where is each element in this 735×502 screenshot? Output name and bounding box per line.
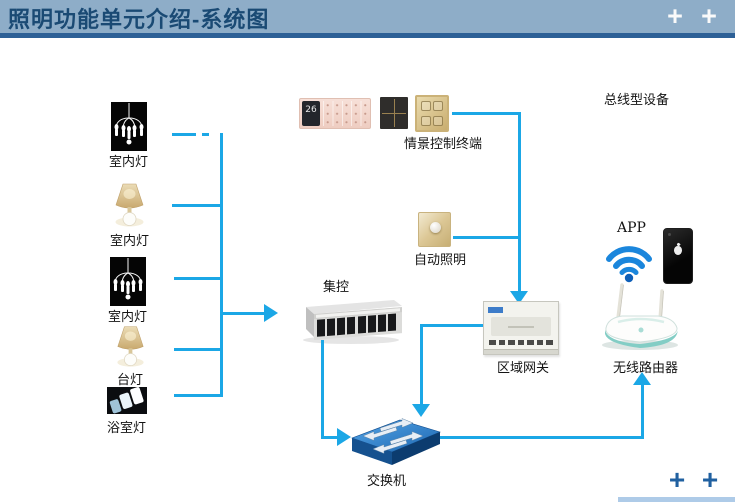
scene-panel-black bbox=[380, 97, 408, 129]
table-lamp-icon bbox=[113, 323, 148, 368]
area-gateway-icon bbox=[483, 301, 559, 355]
din-rail-controller-icon bbox=[296, 295, 406, 345]
wifi-icon bbox=[605, 237, 653, 283]
connector-line bbox=[174, 348, 220, 351]
auto-lighting-sensor-icon bbox=[418, 212, 451, 247]
connector-line bbox=[202, 133, 209, 136]
scene-button bbox=[433, 116, 443, 126]
bottom-edge-strip bbox=[618, 497, 735, 502]
gateway-cover-text bbox=[508, 326, 534, 328]
chandelier-lamp-icon bbox=[110, 257, 146, 306]
lamp-label: 浴室灯 bbox=[107, 421, 147, 436]
router-label: 无线路由器 bbox=[613, 361, 679, 376]
connector-line bbox=[174, 277, 220, 280]
connector-line bbox=[453, 236, 518, 239]
connector-line bbox=[321, 436, 338, 439]
header-bar: 照明功能单元介绍-系统图 + + bbox=[0, 0, 735, 33]
wireless-router-icon bbox=[598, 282, 686, 354]
central-control-label: 集控 bbox=[323, 280, 350, 295]
connector-arrow-east bbox=[337, 428, 351, 446]
chandelier-lamp-icon bbox=[111, 102, 147, 151]
scene-button bbox=[433, 101, 443, 111]
phone-camera bbox=[668, 233, 671, 236]
scene-panel-thermostat: 26 bbox=[299, 98, 371, 129]
network-switch-icon bbox=[350, 414, 442, 469]
footer-plus-icon[interactable]: + bbox=[701, 464, 719, 495]
page-title: 照明功能单元介绍-系统图 bbox=[8, 7, 270, 32]
smartphone-icon bbox=[663, 228, 693, 284]
header-divider bbox=[0, 33, 735, 38]
keypad-grid bbox=[323, 101, 368, 126]
connector-arrow-east bbox=[264, 304, 278, 322]
scene-panel-gold bbox=[415, 95, 449, 132]
header-plus-icon[interactable]: + bbox=[667, 1, 683, 31]
footer-plus-icon[interactable]: + bbox=[668, 464, 686, 495]
scene-button bbox=[421, 116, 431, 126]
connector-line bbox=[518, 112, 521, 292]
connector-line bbox=[321, 340, 324, 438]
switch-label: 交换机 bbox=[367, 474, 407, 489]
connector-arrow-north bbox=[633, 372, 651, 385]
area-gateway-label: 区域网关 bbox=[497, 361, 550, 376]
panel-divider bbox=[394, 99, 395, 127]
connector-arrow-south bbox=[510, 291, 528, 304]
gateway-led-label bbox=[488, 307, 503, 313]
connector-line bbox=[641, 384, 644, 439]
connector-arrow-south bbox=[412, 404, 430, 417]
auto-lighting-label: 自动照明 bbox=[414, 253, 467, 268]
lamp-label: 室内灯 bbox=[108, 310, 148, 325]
connector-line bbox=[420, 324, 423, 405]
connector-line bbox=[440, 436, 643, 439]
connector-line bbox=[172, 133, 196, 136]
scene-button bbox=[421, 101, 431, 111]
connector-line bbox=[174, 394, 220, 397]
connector-line bbox=[223, 312, 265, 315]
table-lamp-icon bbox=[112, 180, 147, 228]
lamp-label: 室内灯 bbox=[109, 155, 149, 170]
gateway-terminals bbox=[489, 340, 554, 345]
scene-terminal-label: 情景控制终端 bbox=[404, 137, 483, 152]
lamp-label: 台灯 bbox=[117, 373, 144, 388]
connector-line bbox=[452, 112, 518, 115]
header-plus-icon[interactable]: + bbox=[701, 1, 717, 31]
connector-line bbox=[420, 324, 483, 327]
thermostat-display: 26 bbox=[302, 101, 320, 126]
bus-devices-label: 总线型设备 bbox=[604, 93, 670, 108]
apple-logo-icon bbox=[674, 246, 682, 255]
gateway-base bbox=[484, 349, 558, 354]
sensor-dome bbox=[430, 222, 441, 233]
app-label: APP bbox=[617, 220, 646, 236]
bathroom-light-icon bbox=[107, 387, 147, 414]
connector-line bbox=[220, 133, 223, 397]
lamp-label: 室内灯 bbox=[110, 234, 150, 249]
gateway-cover bbox=[491, 317, 551, 336]
connector-line bbox=[172, 204, 220, 207]
